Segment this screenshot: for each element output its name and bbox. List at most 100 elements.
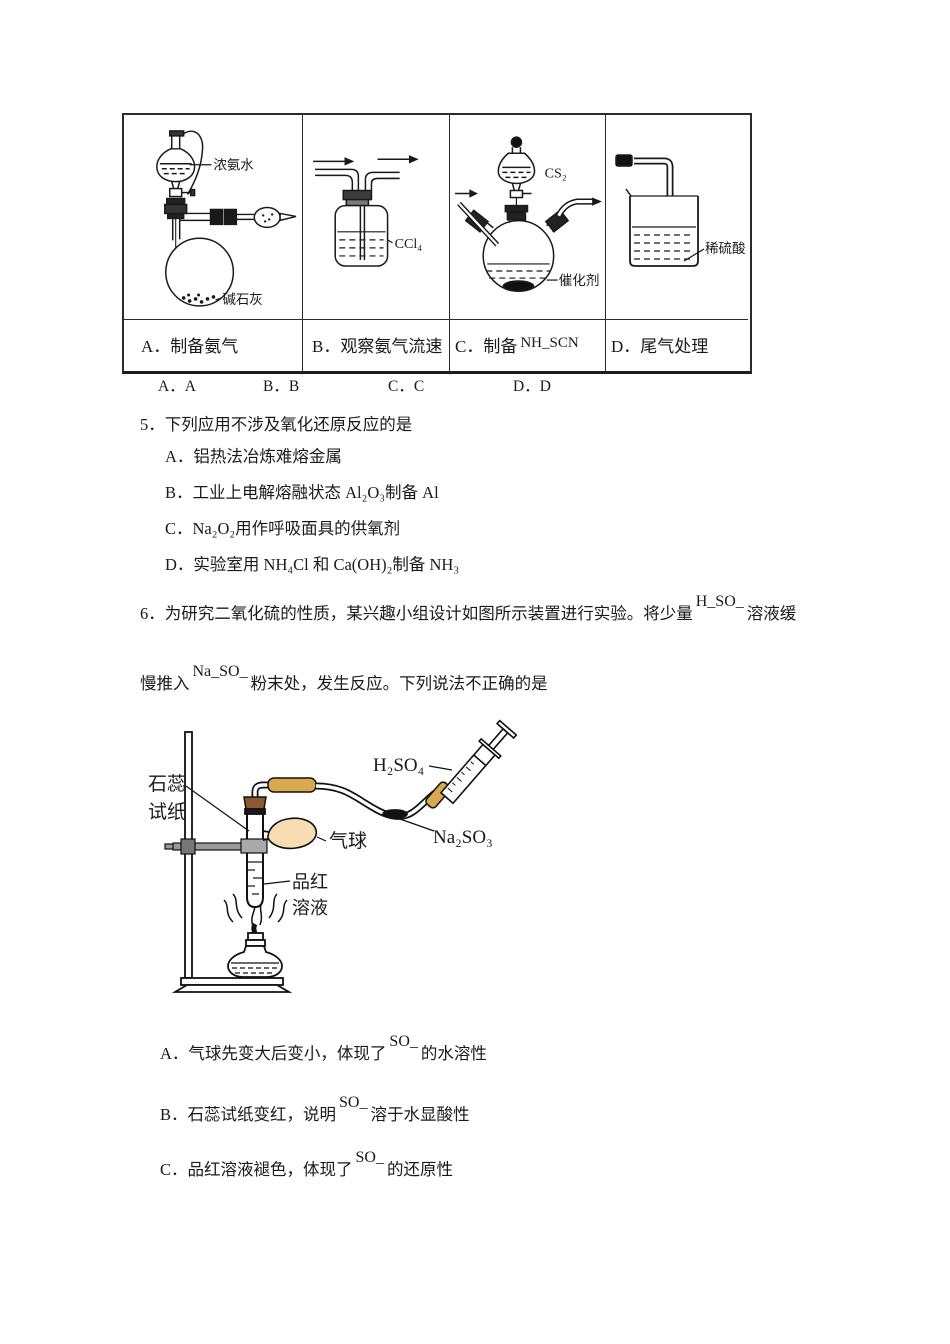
caption-c-formula: NH_SCN [520, 335, 579, 351]
q5-option-d: D．实验室用 NH₄Cl 和 Ca(OH)₂制备 NH₃ [165, 555, 460, 574]
alcohol-lamp [227, 945, 283, 978]
na2so3-pointer-line [399, 818, 435, 832]
q6-option-a-formula: SO_ [389, 1033, 418, 1050]
catalyst-solid [502, 280, 535, 292]
bottle-cap [342, 189, 373, 201]
q6-option-b-tail: 溶于水显酸性 [370, 1105, 470, 1124]
answer-choice-c: C．C [388, 378, 425, 395]
soda-lime-solid [181, 293, 216, 304]
q5-stem: 5．下列应用不涉及氧化还原反应的是 [140, 415, 413, 434]
label-fuchsin-line2: 溶液 [292, 898, 328, 918]
test-tube [246, 810, 264, 909]
label-h2so4: H₂SO₄ [373, 755, 424, 776]
syringe-handle [495, 719, 518, 740]
outlet-tube [364, 171, 400, 191]
stand-base-foot [171, 984, 293, 993]
flask-stopper [164, 203, 188, 215]
inlet-tube [315, 168, 360, 192]
flow-arrow-icon [344, 157, 355, 166]
syringe [439, 719, 518, 805]
pointer-line [387, 239, 393, 244]
q6-stem-line2-text: 慢推入 [140, 674, 190, 693]
h2so4-pointer-line [428, 765, 453, 771]
so2-experiment-diagram: 石蕊 试纸 H₂SO₄ 气球 Na₂SO₃ 品红 溶液 [148, 719, 518, 993]
stopcock [168, 187, 183, 198]
flow-arrow-icon [469, 189, 478, 198]
q6-na2so3-formula: Na_SO_ [192, 663, 248, 680]
label-soda-lime: 碱石灰 [222, 292, 262, 307]
q6-option-c-tail: 的还原性 [386, 1160, 453, 1179]
label-fuchsin-line1: 品红 [292, 872, 328, 892]
label-balloon: 气球 [329, 830, 367, 852]
q6-option-b-text: B．石蕊试纸变红，说明 [160, 1105, 337, 1124]
q6-stem-line2-tail: 粉末处，发生反应。下列说法不正确的是 [250, 674, 548, 693]
fuchsin-solution-marks [248, 861, 262, 895]
caption-b: B．观察氨气流速 [303, 320, 450, 371]
apparatus-table: 浓氨水 碱石灰 [122, 113, 752, 374]
q6-stem-line1: 6．为研究二氧化硫的性质，某兴趣小组设计如图所示装置进行实验。将少量H_SO_溶… [140, 593, 797, 626]
wick-holder [245, 939, 266, 947]
apparatus-cell-d: 稀硫酸 [606, 115, 748, 320]
q6-option-a: A．气球先变大后变小，体现了SO_的水溶性 [160, 1033, 487, 1066]
q6-option-b: B．石蕊试纸变红，说明SO_溶于水显酸性 [160, 1094, 470, 1127]
bent-glass-tube [634, 159, 672, 261]
equalizing-tube [180, 130, 204, 195]
syringe-plunger [487, 727, 509, 751]
apparatus-cell-b: CCl₄ [303, 115, 450, 320]
outlet-tip [279, 212, 297, 222]
q6-option-b-formula: SO_ [339, 1094, 368, 1111]
q5-option-b: B．工业上电解熔融状态 Al₂O₃制备 Al [165, 483, 439, 502]
label-litmus-line1: 石蕊 [148, 773, 186, 795]
tail-gas-beaker-diagram: 稀硫酸 [615, 154, 746, 267]
q6-option-c: C．品红溶液褪色，体现了SO_的还原性 [160, 1149, 453, 1182]
separating-funnel-bulb [156, 148, 196, 183]
stopcock [509, 189, 524, 199]
answer-choice-d: D．D [513, 378, 551, 395]
cork-stopper [243, 796, 267, 810]
tube-connector [615, 154, 633, 167]
stand-rod [184, 731, 193, 979]
stand-base-bar [180, 977, 284, 986]
q6-h2so4-formula: H_SO_ [695, 593, 744, 610]
q6-option-c-formula: SO_ [355, 1149, 384, 1166]
flow-arrow-icon [408, 155, 419, 164]
label-dilute-sulfuric-acid: 稀硫酸 [705, 241, 746, 256]
three-neck-flask-diagram: CS₂ 催化剂 [455, 136, 602, 292]
clamp-jaw [240, 838, 268, 854]
apparatus-cell-a: 浓氨水 碱石灰 [124, 115, 303, 320]
inlet-tube [458, 202, 499, 246]
clamp-boss [180, 838, 196, 855]
q6-option-a-text: A．气球先变大后变小，体现了 [160, 1044, 387, 1063]
label-cs2: CS₂ [545, 165, 567, 181]
syringe-barrel [439, 743, 497, 805]
q6-stem-line1-tail: 溶液缓 [746, 604, 797, 623]
washing-bottle [334, 204, 389, 267]
round-flask [165, 237, 235, 307]
q6-option-a-tail: 的水溶性 [420, 1044, 487, 1063]
ammonia-generator-diagram: 浓氨水 碱石灰 [156, 130, 297, 307]
label-litmus-line2: 试纸 [148, 801, 186, 823]
caption-c-text: C．制备 [455, 337, 518, 356]
apparatus-cell-c: CS₂ 催化剂 [450, 115, 606, 320]
pointer-lines [185, 765, 453, 885]
label-catalyst: 催化剂 [559, 273, 600, 288]
label-ammonia-water: 浓氨水 [213, 158, 254, 173]
caption-a: A．制备氨气 [124, 320, 303, 371]
na2so3-powder [382, 809, 408, 819]
label-na2so3: Na₂SO₃ [433, 827, 493, 848]
litmus-pointer-line [185, 785, 250, 832]
q5-option-c: C．Na₂O₂用作呼吸面具的供氧剂 [165, 519, 401, 538]
funnel-knob [510, 136, 523, 148]
dropping-funnel [497, 152, 536, 185]
balloon-pointer-line [316, 836, 327, 842]
q6-option-c-text: C．品红溶液褪色，体现了 [160, 1160, 353, 1179]
center-joint [506, 211, 527, 221]
beaker [629, 196, 699, 267]
outlet-tube [557, 200, 593, 217]
pointer-line [683, 248, 705, 262]
answer-choice-b: B．B [263, 378, 300, 395]
funnel-stopper [168, 130, 185, 137]
fuchsin-pointer-line [263, 880, 291, 885]
